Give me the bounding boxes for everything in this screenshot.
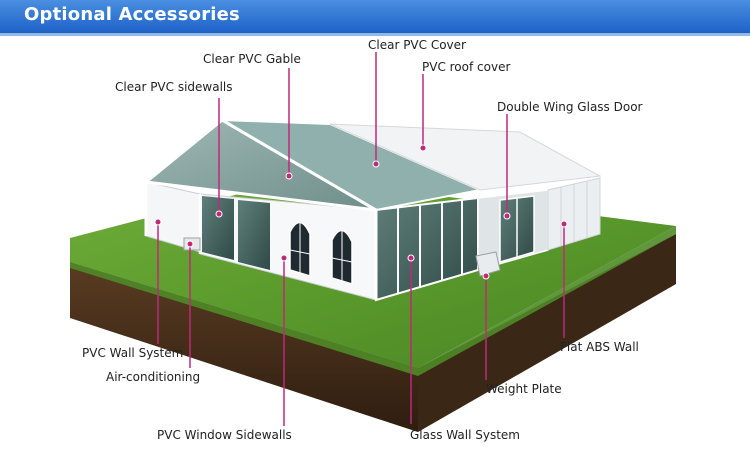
callout-dot-clear-pvc-cover xyxy=(372,160,380,168)
label-glass-wall-system: Glass Wall System xyxy=(410,428,520,442)
tent-structure xyxy=(142,118,602,302)
tent-frame xyxy=(144,118,378,300)
label-pvc-roof-cover: PVC roof cover xyxy=(422,60,511,74)
soil-side-right xyxy=(418,234,676,432)
callout-dot-weight-plate xyxy=(482,272,490,280)
glass-panel-1 xyxy=(202,196,234,260)
weight-plate-box xyxy=(475,251,501,277)
callout-dot-pvc-wall-system xyxy=(154,218,162,226)
callout-dot-clear-pvc-gable xyxy=(285,172,293,180)
glass-panel-2 xyxy=(238,200,270,270)
callout-dot-double-wing-glass-door xyxy=(503,212,511,220)
label-clear-pvc-gable: Clear PVC Gable xyxy=(203,52,301,66)
label-pvc-window-sidewalls: PVC Window Sidewalls xyxy=(157,428,292,442)
header-underline xyxy=(0,33,750,36)
callout-dot-air-conditioning xyxy=(186,240,194,248)
label-weight-plate: Weight Plate xyxy=(486,382,562,396)
header-bar: Optional Accessories xyxy=(0,0,750,34)
callout-dot-pvc-roof-cover xyxy=(419,144,427,152)
label-flat-abs-wall: Flat ABS Wall xyxy=(560,340,639,354)
callout-dot-pvc-window-sidewalls xyxy=(280,254,288,262)
pvc-roof-cover xyxy=(329,123,602,191)
arched-window-2 xyxy=(331,228,353,286)
arched-window-1 xyxy=(289,220,311,278)
soil-side-front xyxy=(70,262,418,432)
grass-edge xyxy=(70,226,676,376)
callout-dot-flat-abs-wall xyxy=(560,220,568,228)
callouts xyxy=(154,52,568,426)
callout-dot-glass-wall-system xyxy=(407,254,415,262)
header-title: Optional Accessories xyxy=(24,4,240,25)
label-clear-pvc-sidewalls: Clear PVC sidewalls xyxy=(115,80,233,94)
label-double-wing-glass-door: Double Wing Glass Door xyxy=(497,100,643,114)
label-pvc-wall-system: PVC Wall System xyxy=(82,346,184,360)
label-clear-pvc-cover: Clear PVC Cover xyxy=(368,38,466,52)
label-air-conditioning: Air-conditioning xyxy=(106,370,201,384)
callout-dot-clear-pvc-sidewalls xyxy=(215,210,223,218)
